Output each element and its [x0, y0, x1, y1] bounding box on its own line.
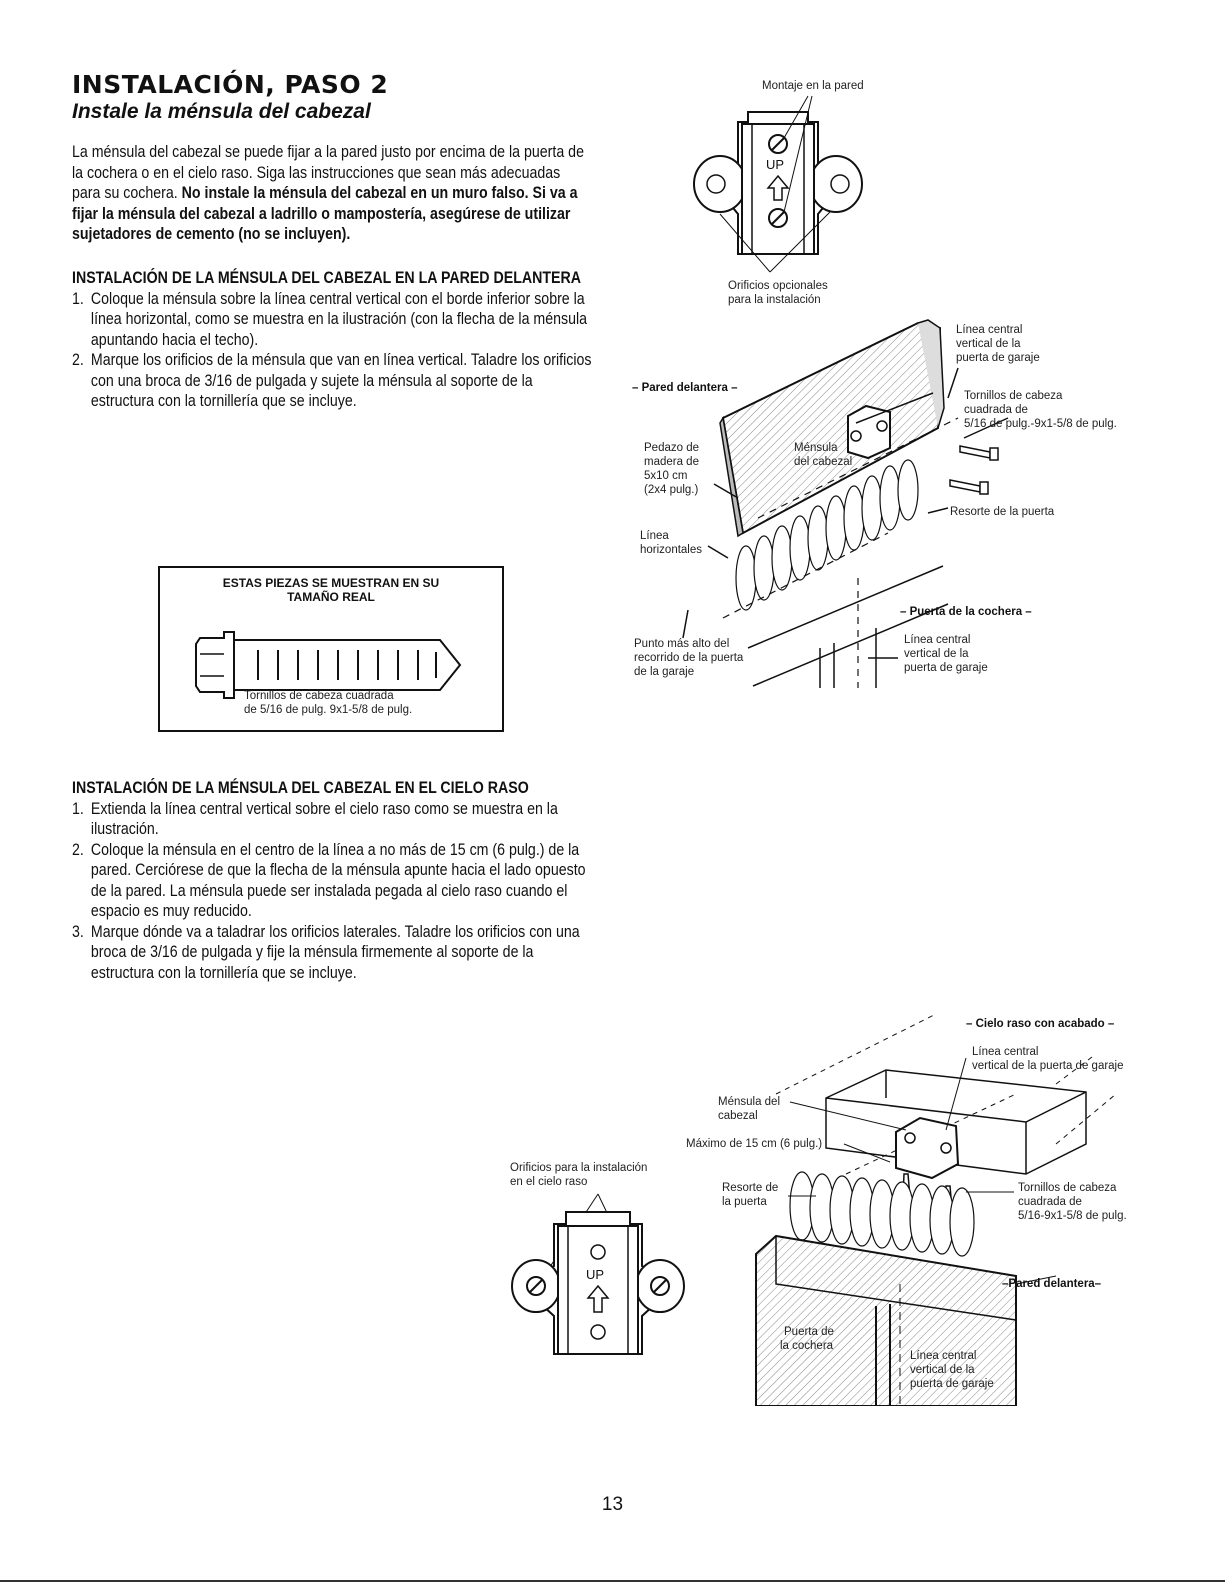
ceiling-section-heading: INSTALACIÓN DE LA MÉNSULA DEL CABEZAL EN…: [72, 779, 529, 797]
figure-label: cabezal: [718, 1110, 758, 1122]
actual-size-parts-box: ESTAS PIEZAS SE MUESTRAN EN SU TAMAÑO RE…: [158, 566, 504, 732]
up-label: UP: [766, 157, 784, 172]
list-item: 2. Marque los orificios de la ménsula que…: [72, 350, 598, 412]
ceiling-bracket-figure: Orificios para la instalación en el ciel…: [510, 1162, 690, 1362]
intro-text: La ménsula del cabezal se puede fijar a …: [72, 143, 584, 202]
figure-label: Ménsula: [794, 442, 838, 454]
figure-label: Máximo de 15 cm (6 pulg.): [686, 1138, 823, 1150]
figure-label: Pedazo de: [644, 442, 699, 454]
figure-label: para la instalación: [728, 294, 821, 306]
figure-label: Puerta de: [784, 1326, 834, 1338]
page-subtitle: Instale la ménsula del cabezal: [72, 100, 371, 123]
figure-label: cuadrada de: [1018, 1196, 1082, 1208]
parts-box-title: ESTAS PIEZAS SE MUESTRAN EN SU TAMAÑO RE…: [160, 576, 502, 604]
figure-label: puerta de garaje: [910, 1378, 994, 1390]
figure-label: Línea central: [956, 324, 1023, 336]
figure-label: –Pared delantera–: [1002, 1278, 1102, 1290]
ceiling-steps-list: 1. Extienda la línea central vertical sob…: [72, 799, 598, 984]
figure-label: Línea central: [904, 634, 971, 646]
intro-paragraph: La ménsula del cabezal se puede fijar a …: [72, 142, 588, 245]
figure-label: del cabezal: [794, 456, 853, 468]
step-number: 1.: [72, 799, 84, 818]
wall-install-figure: – Pared delantera – Línea central vertic…: [628, 318, 1148, 693]
figure-label: Montaje en la pared: [762, 80, 864, 92]
intro-warning: No instale la ménsula del cabezal en un …: [72, 184, 578, 243]
figure-label: horizontales: [640, 544, 703, 556]
ceiling-bracket-icon: UP: [511, 1193, 685, 1355]
figure-label: recorrido de la puerta: [634, 652, 744, 664]
figure-label: de la garaje: [634, 666, 695, 678]
list-item: 1. Coloque la ménsula sobre la línea cent…: [72, 289, 598, 351]
step-text: Marque los orificios de la ménsula que v…: [90, 351, 592, 410]
figure-label: Punto más alto del: [634, 638, 730, 650]
step-text: Marque dónde va a taladrar los orificios…: [90, 922, 580, 982]
figure-label: vertical de la: [956, 338, 1021, 350]
figure-label: – Pared delantera –: [632, 382, 738, 394]
figure-label: Orificios opcionales: [728, 280, 828, 292]
figure-label: Tornillos de cabeza: [964, 390, 1063, 402]
wall-bracket-icon: UP: [693, 95, 863, 273]
figure-label: 5/16-9x1-5/8 de pulg.: [1018, 1210, 1127, 1222]
up-label: UP: [586, 1267, 604, 1282]
figure-label: Tornillos de cabeza: [1018, 1182, 1117, 1194]
figure-label: Ménsula del: [718, 1096, 781, 1108]
step-text: Coloque la ménsula sobre la línea centra…: [90, 289, 588, 349]
wall-steps-list: 1. Coloque la ménsula sobre la línea cent…: [72, 289, 598, 412]
figure-label: Línea: [640, 530, 669, 542]
ceiling-install-illustration: [755, 1014, 1117, 1406]
figure-label: Orificios para la instalación: [510, 1162, 648, 1174]
page-number: 13: [601, 1494, 624, 1515]
figure-label: – Puerta de la cochera –: [900, 606, 1032, 618]
figure-label: puerta de garaje: [956, 352, 1040, 364]
parts-caption-line: de 5/16 de pulg. 9x1-5/8 de pulg.: [244, 704, 413, 716]
figure-label: (2x4 pulg.): [644, 484, 699, 496]
figure-label: en el cielo raso: [510, 1176, 588, 1188]
wall-install-illustration: [682, 319, 1009, 688]
wall-install-section: INSTALACIÓN DE LA MÉNSULA DEL CABEZAL EN…: [72, 268, 598, 412]
step-number: 3.: [72, 922, 84, 941]
parts-box-title-line: ESTAS PIEZAS SE MUESTRAN EN SU: [222, 576, 440, 590]
figure-label: – Cielo raso con acabado –: [966, 1018, 1115, 1030]
step-text: Coloque la ménsula en el centro de la lí…: [90, 840, 586, 921]
figure-label: vertical de la puerta de garaje: [972, 1060, 1124, 1072]
list-item: 1. Extienda la línea central vertical sob…: [72, 799, 598, 840]
step-number: 2.: [72, 351, 84, 369]
figure-label: madera de: [644, 456, 699, 468]
figure-label: puerta de garaje: [904, 662, 988, 674]
figure-label: vertical de la: [910, 1364, 975, 1376]
figure-label: Resorte de: [722, 1182, 779, 1194]
wall-bracket-figure: Montaje en la pared UP Orificios opciona…: [680, 76, 900, 316]
lag-screw-icon: [195, 631, 462, 699]
parts-caption-line: Tornillos de cabeza cuadrada: [244, 690, 394, 702]
figure-label: la puerta: [722, 1196, 767, 1208]
figure-label: Línea central: [910, 1350, 977, 1362]
step-text: Extienda la línea central vertical sobre…: [90, 799, 558, 839]
list-item: 2. Coloque la ménsula en el centro de la …: [72, 840, 598, 922]
figure-label: la cochera: [780, 1340, 834, 1352]
wall-section-heading: INSTALACIÓN DE LA MÉNSULA DEL CABEZAL EN…: [72, 269, 582, 287]
step-number: 2.: [72, 840, 84, 859]
bottom-rule: [0, 1580, 1225, 1582]
step-number: 1.: [72, 289, 84, 308]
figure-label: vertical de la: [904, 648, 969, 660]
ceiling-install-figure: – Cielo raso con acabado – Línea central…: [676, 1014, 1146, 1406]
list-item: 3. Marque dónde va a taladrar los orifici…: [72, 922, 598, 984]
figure-label: cuadrada de: [964, 404, 1028, 416]
figure-label: Línea central: [972, 1046, 1039, 1058]
ceiling-install-section: INSTALACIÓN DE LA MÉNSULA DEL CABEZAL EN…: [72, 778, 598, 983]
figure-label: 5/16 de pulg.-9x1-5/8 de pulg.: [964, 418, 1117, 430]
parts-box-title-line: TAMAÑO REAL: [287, 590, 375, 604]
page-title: INSTALACIÓN, PASO 2: [72, 70, 389, 99]
figure-label: 5x10 cm: [644, 470, 688, 482]
figure-label: Resorte de la puerta: [950, 506, 1055, 518]
